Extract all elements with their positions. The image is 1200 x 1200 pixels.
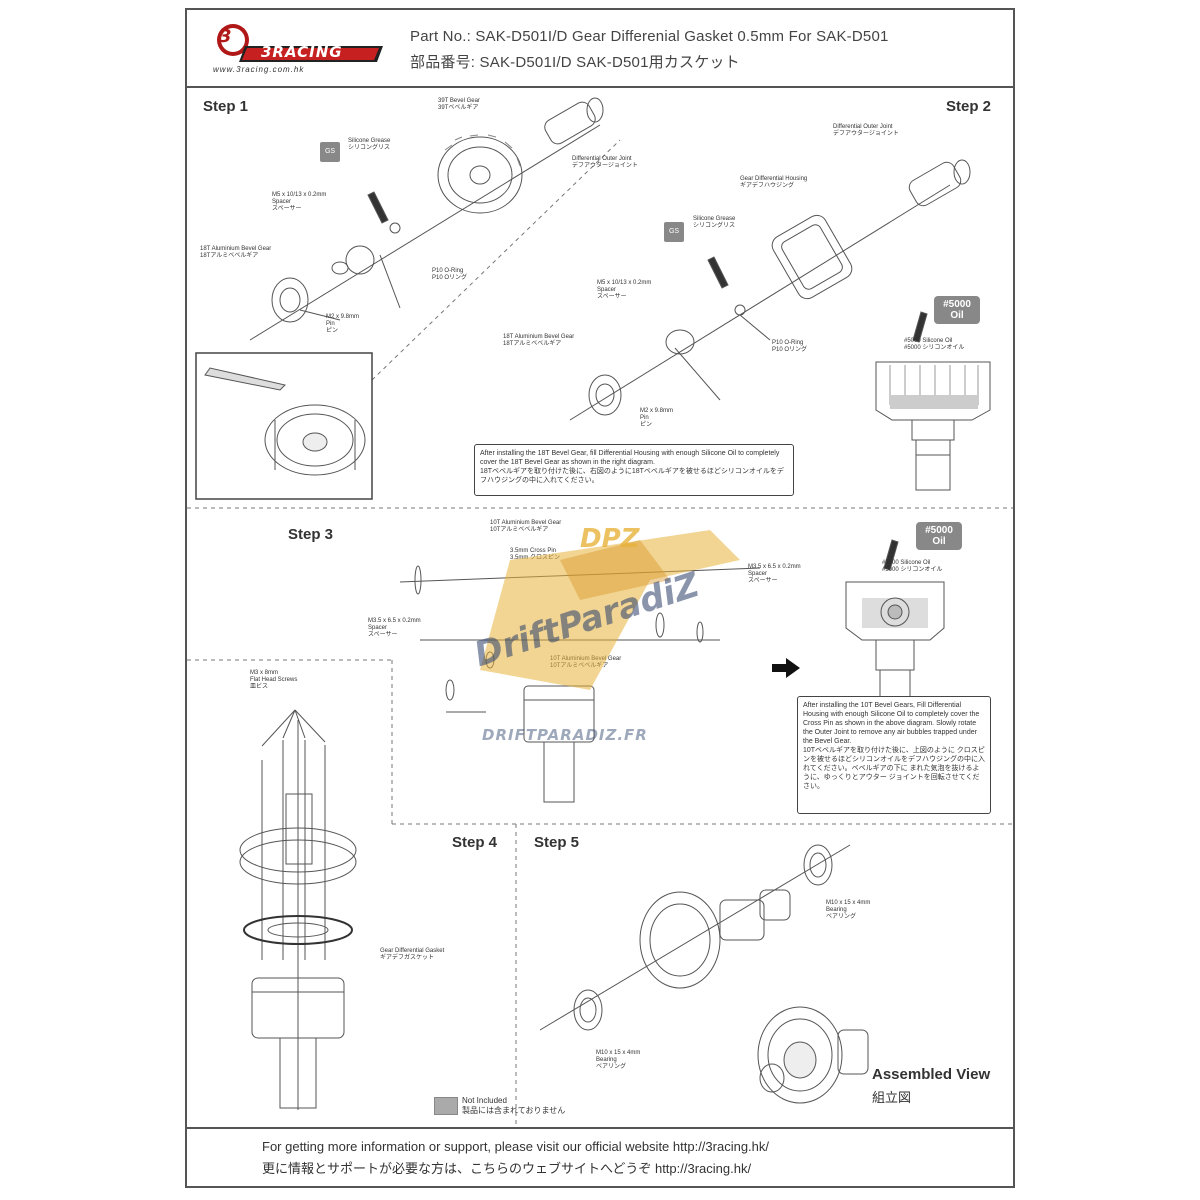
not-included-label: Not Included 製品には含まれておりません <box>462 1096 566 1115</box>
title-japanese: 部品番号: SAK-D501I/D SAK-D501用カスケット <box>410 54 740 71</box>
oil-caption-step2: #5000 Silicone Oil #5000 シリコンオイル <box>904 338 965 351</box>
s5-bearing-right-label: M10 x 15 x 4mm Bearing ベアリング <box>826 900 871 920</box>
s2-pin-label: M2 x 9.8mm Pin ピン <box>640 408 674 428</box>
step2-exploded-view <box>569 159 971 421</box>
oil-caption-step3: #5000 Silicone Oil #5000 シリコンオイル <box>882 560 943 573</box>
footer-japanese: 更に情報とサポートが必要な方は、こちらのウェブサイトへどうぞ http://3r… <box>262 1161 752 1176</box>
step1-exploded-view <box>249 97 604 341</box>
arrow-icon <box>772 658 800 678</box>
section-dividers <box>187 139 1013 1125</box>
s1-oring-label: P10 O-Ring P10 Oリング <box>432 268 468 281</box>
step-5-label: Step 5 <box>534 834 580 851</box>
step-3-label: Step 3 <box>288 526 334 543</box>
step3-oil-housing <box>845 539 945 701</box>
footer-english: For getting more information or support,… <box>262 1139 770 1154</box>
step-2-label: Step 2 <box>946 98 992 115</box>
logo-text: 3RACING <box>261 43 343 61</box>
assembled-view-title-jp: 組立図 <box>872 1090 912 1105</box>
logo-badge: 3 <box>219 26 233 47</box>
watermark-badge: DPZ <box>580 524 640 554</box>
step5-exploded-view <box>539 844 851 1031</box>
s1-outer-joint-label: Differential Outer Joint デフアウタージョイント <box>572 156 638 169</box>
s1-bevel39-label: 39T Bevel Gear 39Tベベルギア <box>438 98 480 111</box>
step-1-label: Step 1 <box>203 98 249 115</box>
s2-housing-label: Gear Differential Housing ギアデフハウジング <box>740 176 808 189</box>
s1-grease-note: Silicone Grease シリコングリス <box>348 138 391 151</box>
s5-bearing-left-label: M10 x 15 x 4mm Bearing ベアリング <box>596 1050 641 1070</box>
watermark-emblem <box>480 530 740 690</box>
s3-bevel10-label: 10T Aluminium Bevel Gear 10Tアルミベベルギア <box>490 520 562 533</box>
logo-url: www.3racing.com.hk <box>213 65 305 74</box>
oil-badge-step2: #5000 Oil <box>934 296 980 324</box>
s2-spacer-label: M5 x 10/13 x 0.2mm Spacer スペーサー <box>597 280 652 300</box>
s4-screws-label: M3 x 8mm Flat Head Screws 皿ビス <box>250 670 298 690</box>
step-4-label: Step 4 <box>452 834 498 851</box>
assembled-view-title: Assembled View <box>872 1066 991 1083</box>
s1-grease-icon: GS <box>320 142 340 162</box>
assembled-view-drawing <box>757 1006 869 1104</box>
s2-outer-joint-label: Differential Outer Joint デフアウタージョイント <box>833 124 899 137</box>
step1-inset-drawing <box>204 367 366 476</box>
brand-logo: 3 3RACING www.3racing.com.hk <box>203 16 393 78</box>
s1-spacer-label: M5 x 10/13 x 0.2mm Spacer スペーサー <box>272 192 327 212</box>
step4-exploded-view <box>239 709 357 1110</box>
logo-graphic <box>217 24 383 62</box>
step3-instruction-note: After installing the 10T Bevel Gears, Fi… <box>797 696 991 814</box>
s2-oring-label: P10 O-Ring P10 Oリング <box>772 340 808 353</box>
s2-grease-icon: GS <box>664 222 684 242</box>
s1-pin-label: M2 x 9.8mm Pin ピン <box>326 314 360 334</box>
step2-instruction-note: After installing the 18T Bevel Gear, fil… <box>474 444 794 496</box>
s3-spacer-left-label: M3.5 x 6.5 x 0.2mm Spacer スペーサー <box>368 618 421 638</box>
footer-divider <box>185 1127 1015 1129</box>
watermark: DPZ DriftParadiZ DRIFTPARADIZ.FR <box>440 520 760 760</box>
title-english: Part No.: SAK-D501I/D Gear Differenial G… <box>410 28 889 45</box>
s2-bevel18-label: 18T Aluminium Bevel Gear 18Tアルミベベルギア <box>503 334 575 347</box>
oil-badge-step3: #5000 Oil <box>916 522 962 550</box>
s4-gasket-label: Gear Differential Gasket ギアデフガスケット <box>380 948 445 961</box>
s3-spacer-right-label: M3.5 x 6.5 x 0.2mm Spacer スペーサー <box>748 564 801 584</box>
s1-bevel18-label: 18T Aluminium Bevel Gear 18Tアルミベベルギア <box>200 246 272 259</box>
step1-inset-frame <box>195 352 373 500</box>
step2-oil-housing <box>875 311 991 491</box>
header-divider <box>185 86 1015 88</box>
s2-grease-note: Silicone Grease シリコングリス <box>693 216 736 229</box>
not-included-swatch <box>434 1097 458 1115</box>
watermark-url: DRIFTPARADIZ.FR <box>482 726 648 744</box>
